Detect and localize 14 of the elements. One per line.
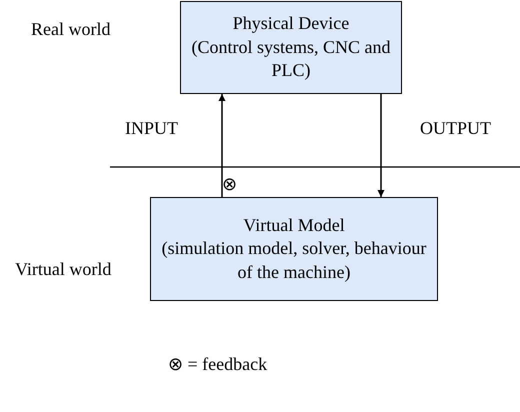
text-label: ⊗ = feedback <box>168 354 268 376</box>
text-label: ⊗ <box>222 174 237 196</box>
box-title: Physical Device <box>232 12 350 36</box>
text-label: OUTPUT <box>420 118 491 140</box>
arrow <box>218 94 226 197</box>
text-label: Real world <box>31 19 110 41</box>
text-label: Virtual world <box>15 259 112 281</box>
process-box <box>150 197 438 301</box>
arrow <box>378 94 384 197</box>
text-label: INPUT <box>125 118 178 140</box>
process-box <box>180 1 402 94</box>
box-description: (simulation model, solver, behaviour of the machine) <box>160 237 428 284</box>
box-title: Virtual Model <box>243 214 345 237</box>
box-description: (Control systems, CNC and PLC) <box>190 36 392 82</box>
